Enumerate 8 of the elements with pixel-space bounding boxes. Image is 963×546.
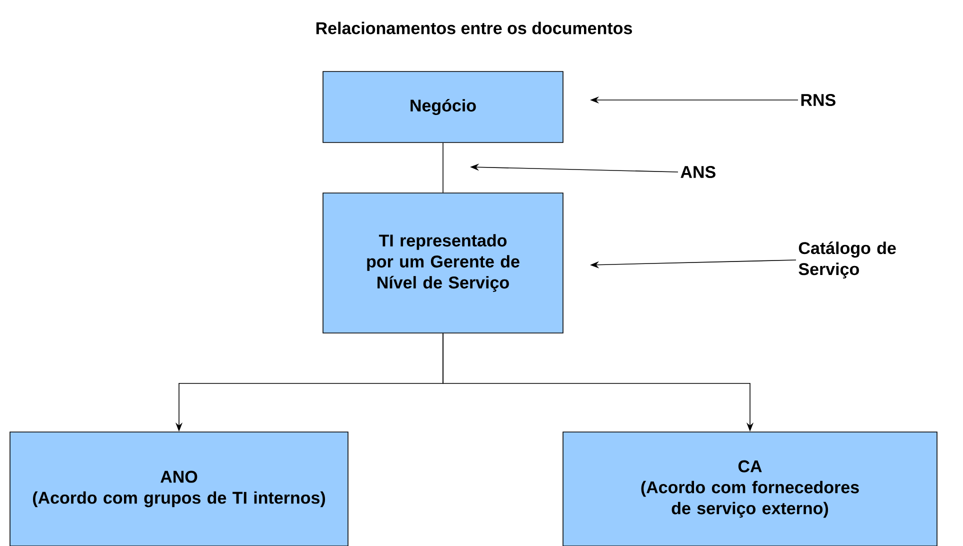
process-box: ANO (Acordo com grupos de TI internos) — [10, 432, 348, 546]
title: Relacionamentos entre os documentos — [316, 22, 632, 34]
document-label: ANS — [680, 166, 716, 178]
process-box: Negócio — [322, 71, 564, 143]
process-box: CA (Acordo com fornecedores de serviço externo) — [562, 432, 938, 546]
document-label: Catálogo de Serviço — [798, 242, 896, 278]
process-box: TI representado por um Gerente de Nível de Serviço — [322, 192, 564, 334]
document-label: RNS — [801, 94, 836, 106]
